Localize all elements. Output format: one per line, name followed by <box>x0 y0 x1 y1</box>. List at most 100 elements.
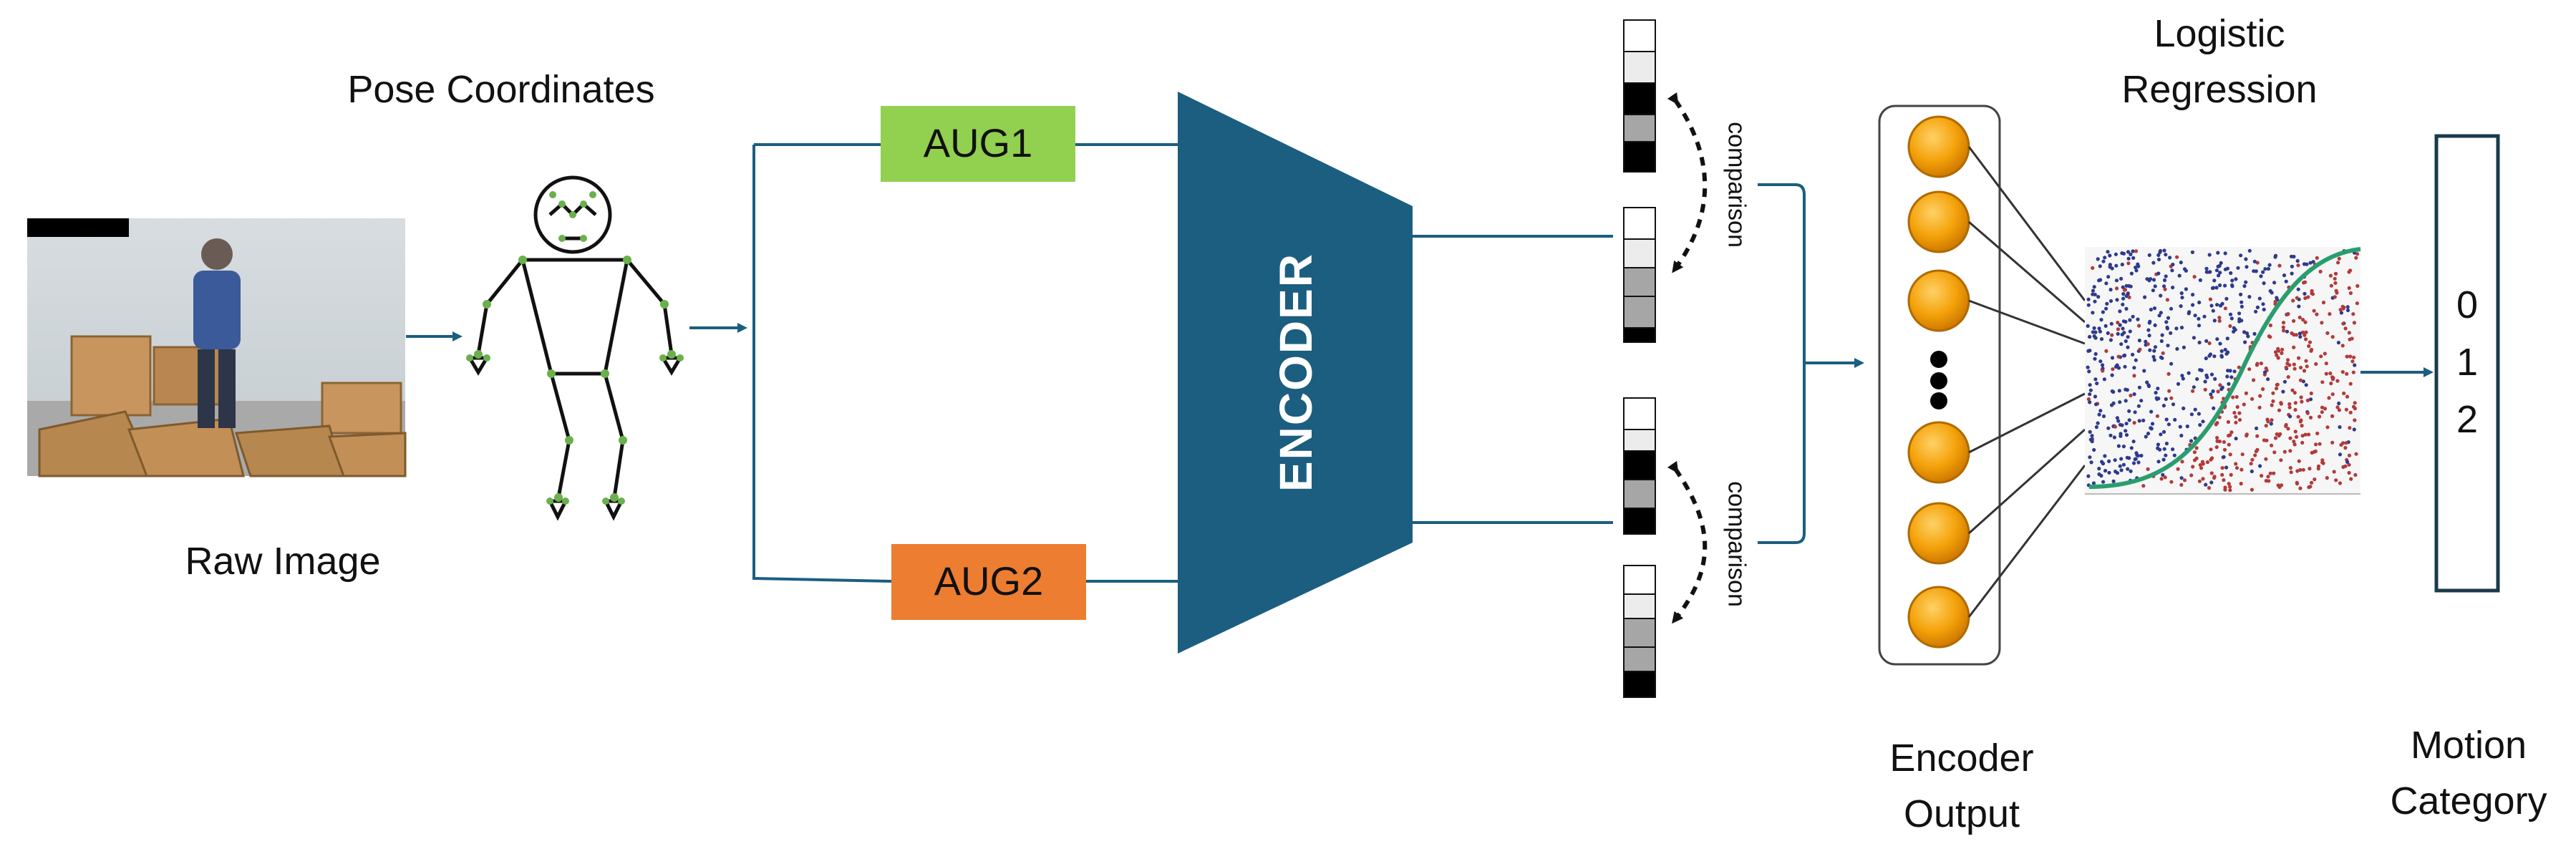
scatter-point <box>2158 250 2162 254</box>
scatter-point <box>2091 266 2095 270</box>
scatter-point <box>2298 467 2303 472</box>
comparison-label-top: comparison <box>1723 122 1751 248</box>
scatter-point <box>2092 326 2096 330</box>
scatter-point <box>2288 466 2292 470</box>
scatter-point <box>2169 331 2173 335</box>
scatter-point <box>2118 309 2122 314</box>
comparison-arrow-bottom <box>1667 460 1708 624</box>
scatter-point <box>2259 361 2263 366</box>
scatter-point <box>2240 467 2244 472</box>
scatter-point <box>2303 432 2308 437</box>
scatter-point <box>2220 466 2224 470</box>
scatter-point <box>2121 445 2126 449</box>
scatter-point <box>2223 251 2227 256</box>
scatter-point <box>2120 262 2124 267</box>
scatter-point <box>2351 312 2355 316</box>
scatter-point <box>2347 470 2351 475</box>
scatter-point <box>2318 269 2323 273</box>
scatter-point <box>2338 308 2343 312</box>
scatter-point <box>2345 460 2350 465</box>
scatter-point <box>2097 472 2101 477</box>
scatter-point <box>2131 314 2135 319</box>
scatter-point <box>2204 266 2209 271</box>
scatter-point <box>2211 309 2215 313</box>
scatter-point <box>2136 317 2140 321</box>
scatter-point <box>2245 265 2249 269</box>
scatter-point <box>2239 292 2243 296</box>
scatter-point <box>2108 288 2113 292</box>
scatter-point <box>2234 462 2238 466</box>
scatter-point <box>2236 266 2240 270</box>
scatter-point <box>2337 256 2341 261</box>
scatter-point <box>2162 447 2166 451</box>
scatter-point <box>2209 304 2214 308</box>
scatter-point <box>2337 401 2341 406</box>
scatter-point <box>2207 486 2212 490</box>
scatter-point <box>2341 306 2345 311</box>
scatter-point <box>2169 306 2174 311</box>
scatter-point <box>2247 295 2252 299</box>
scatter-point <box>2208 297 2212 301</box>
scatter-point <box>2344 441 2348 445</box>
scatter-point <box>2343 326 2348 331</box>
scatter-point <box>2310 480 2314 485</box>
scatter-point <box>2282 450 2287 454</box>
scatter-point <box>2225 374 2229 379</box>
scatter-point <box>2230 284 2234 288</box>
scatter-point <box>2290 271 2294 276</box>
scatter-point <box>2157 314 2161 318</box>
scatter-point <box>2124 433 2129 437</box>
scatter-point <box>2110 356 2115 360</box>
scatter-point <box>2209 372 2214 377</box>
scatter-point <box>2242 330 2247 334</box>
scatter-point <box>2178 424 2182 429</box>
scatter-point <box>2266 419 2270 424</box>
scatter-point <box>2116 331 2120 336</box>
scatter-point <box>2350 359 2355 364</box>
scatter-point <box>2313 477 2317 482</box>
scatter-point <box>2229 375 2234 379</box>
scatter-point <box>2150 422 2155 426</box>
scatter-point <box>2315 312 2319 316</box>
scatter-point <box>2119 342 2124 346</box>
pose-joints <box>466 191 684 505</box>
scatter-point <box>2298 334 2303 339</box>
scatter-point <box>2217 316 2222 320</box>
scatter-point <box>2318 442 2322 446</box>
scatter-point <box>2144 435 2148 439</box>
scatter-point <box>2323 407 2328 411</box>
scatter-point <box>2113 458 2117 462</box>
scatter-point <box>2338 452 2343 457</box>
motion-category-label-line2: Category <box>2390 780 2547 822</box>
embedding-vector-2 <box>1623 207 1656 343</box>
scatter-point <box>2271 399 2275 404</box>
scatter-point <box>2245 434 2249 438</box>
scatter-point <box>2136 460 2141 465</box>
scatter-point <box>2295 258 2300 263</box>
scatter-point <box>2252 269 2256 273</box>
scatter-point <box>2199 368 2204 373</box>
pose-skeleton-icon <box>466 175 684 521</box>
scatter-point <box>2108 263 2112 267</box>
scatter-point <box>2121 319 2126 324</box>
scatter-point <box>2288 414 2292 419</box>
scatter-point <box>2339 442 2343 447</box>
scatter-point <box>2335 405 2340 409</box>
scatter-point <box>2118 464 2122 468</box>
scatter-point <box>2219 349 2224 354</box>
scatter-point <box>2159 355 2163 359</box>
scatter-point <box>2269 422 2273 426</box>
scatter-point <box>2104 306 2108 311</box>
scatter-point <box>2237 317 2242 321</box>
scatter-point <box>2275 383 2279 387</box>
scatter-point <box>2127 283 2131 288</box>
scatter-point <box>2146 342 2150 346</box>
scatter-point <box>2197 340 2202 345</box>
scatter-point <box>2293 430 2297 434</box>
scatter-point <box>2352 355 2356 359</box>
scatter-point <box>2089 460 2093 465</box>
scatter-point <box>2353 418 2357 422</box>
scatter-point <box>2171 262 2175 267</box>
scatter-point <box>2123 353 2127 358</box>
scatter-point <box>2321 301 2326 305</box>
